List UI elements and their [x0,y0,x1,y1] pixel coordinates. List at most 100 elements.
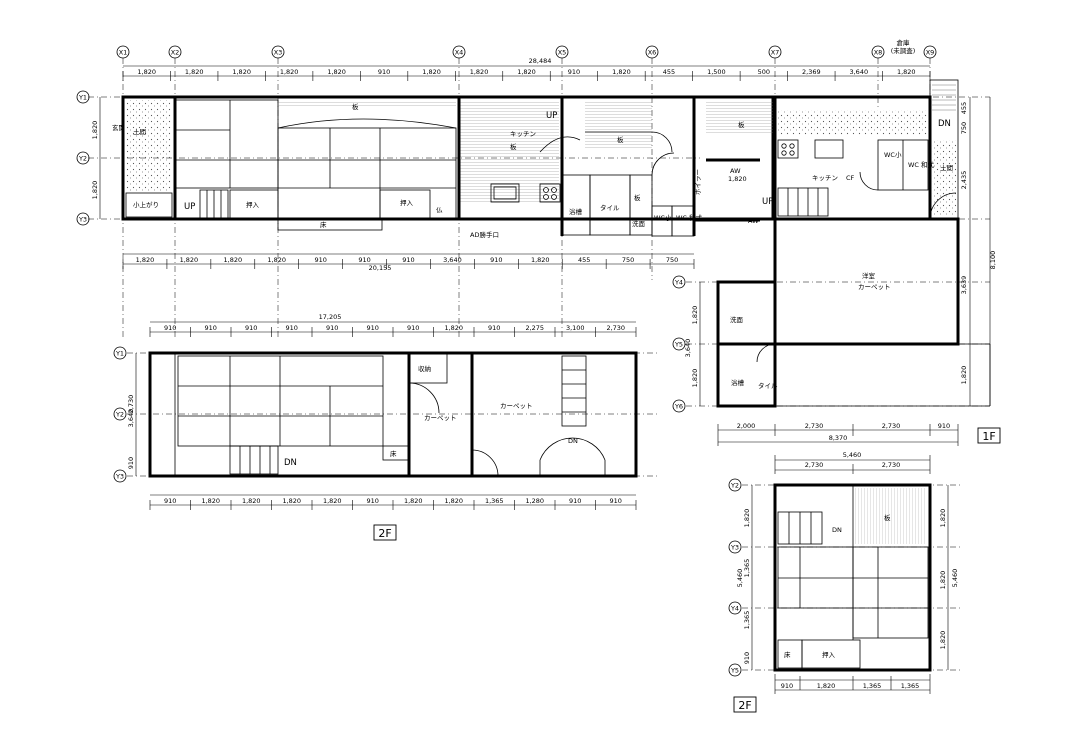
east-bottom-total: 8,370 [829,434,848,442]
grid-label: Y5 [730,667,739,675]
grid-label: Y1 [115,350,124,358]
up-kitchen-label: UP [546,111,557,121]
katteguchi-label: AD勝手口 [470,230,499,239]
dimension-label: 3,640 [849,68,868,76]
boiler-label: ボイラー [694,169,702,195]
dimension-label: 1,820 [282,497,301,505]
kitchen-area [457,97,561,219]
up-east-label: UP [762,197,773,207]
oshiire2-label: 押入 [400,198,414,207]
bath-block [560,97,760,237]
shuno-label: 収納 [418,364,431,373]
dimension-label: 1,820 [185,68,204,76]
dimension-label: 3,640 [443,256,462,264]
tatami-room-1 [174,99,279,189]
overall-dimension: 28,484 [529,57,552,65]
grid-label: X7 [771,49,780,57]
east-left-dim: 1,820 [691,369,699,388]
toko-2f-east-label: 床 [784,650,791,659]
dimension-label: 1,365 [485,497,504,505]
east-right-total: 8,100 [989,251,997,270]
butsudan-label: 仏 [436,206,443,214]
senmen-label: 洗面 [632,219,646,228]
western-room [773,217,960,346]
2f-right-left-dim: 1,365 [743,559,751,578]
2f-right-left-dim: 910 [743,652,751,664]
warehouse-note: 倉庫 [897,38,911,47]
row-dimension: 1,820 [91,121,99,140]
genkan-label: 玄関 [112,123,125,132]
east-right-dim: 3,639 [960,276,968,295]
overall-dimension-2f: 17,205 [319,313,342,321]
2f-right-right-dim: 5,460 [951,569,959,588]
grid-label: Y3 [78,216,87,224]
dn-label: DN [938,119,951,129]
kitchen-label: キッチン [510,130,536,138]
east-right-dim: 2,435 [960,171,968,190]
2f-right-right-dim: 1,820 [939,571,947,590]
dimension-label: 1,820 [517,68,536,76]
2f-left-dim: 2,730 [127,395,135,414]
top-dimension-ticks [122,71,931,81]
tile-east-label: タイル [758,381,778,390]
grid-bubbles-top: X1 X2 X3 X4 X5 X6 X7 X8 X9 [116,45,937,59]
dimension-label: 750 [622,256,634,264]
east-left-dim: 3,640 [684,339,692,358]
grid-label: X8 [874,49,883,57]
dimension-label: 1,820 [201,497,220,505]
grid-label: X5 [558,49,567,57]
east-bottom-dim: 2,730 [805,422,824,430]
dimension-label: 910 [326,324,338,332]
dimension-label: 1,820 [180,256,199,264]
floor-tag-1f: 1F [982,430,995,443]
senmen-east-label: 洗面 [730,315,744,324]
grid-label: X9 [926,49,935,57]
grid-label: Y2 [730,482,739,490]
doma-floor [126,100,172,192]
grid-label: X4 [455,49,464,57]
grid-label: Y2 [78,155,87,163]
dn-2f-east-label: DN [832,526,842,534]
toko-label: 床 [320,220,327,229]
dimension-label: 1,820 [242,497,261,505]
ita-corridor-label: 板 [738,120,745,129]
dimension-label: 910 [367,324,379,332]
dimension-label: 910 [164,324,176,332]
dimension-label: 910 [164,497,176,505]
dimension-label: 1,820 [327,68,346,76]
east-wing-plan: DN 土間 キッチン CF WC小 WC 和式 UP 洋室 カーペット 洗面 浴… [672,79,1001,446]
grid-label: X3 [274,49,283,57]
east-left-dim: 1,820 [691,306,699,325]
stair-2f-east [777,511,823,545]
dimension-label: 910 [286,324,298,332]
2f-right-right-dim: 1,820 [939,631,947,650]
dimension-label: 910 [367,497,379,505]
2f-bottom-dimension-ticks [149,500,637,510]
dn2-2f-label: DN [568,437,578,445]
oshiire-label: 押入 [246,200,260,209]
grid-label: X6 [648,49,657,57]
toko-2f-label: 床 [390,449,397,458]
second-floor-plan-right: 5,460 2,730 2,730 Y2 Y3 Y4 Y5 1,820 5,46… [728,451,960,713]
dimension-label: 2,730 [606,324,625,332]
stair-1f [199,189,229,219]
dimension-label: 910 [314,256,326,264]
aw-label-2: AW [748,217,759,225]
aw-dim: 1,820 [728,175,747,183]
carpet2-label: カーペット [500,402,533,410]
bottom-total-dimension: 20,155 [369,264,392,272]
dimension-label: 1,820 [531,256,550,264]
dimension-label: 2,275 [525,324,544,332]
grid-label: Y6 [674,403,683,411]
grid-label: Y4 [674,279,683,287]
stair-2f-right [561,355,587,427]
wc-ko-label: WC小 [654,213,672,222]
floor-tag-2f-left: 2F [378,527,391,540]
dimension-label: 1,820 [323,497,342,505]
east-right-dim: 1,820 [960,366,968,385]
2f-right-right-dim: 1,820 [939,509,947,528]
dimension-label: 910 [488,324,500,332]
